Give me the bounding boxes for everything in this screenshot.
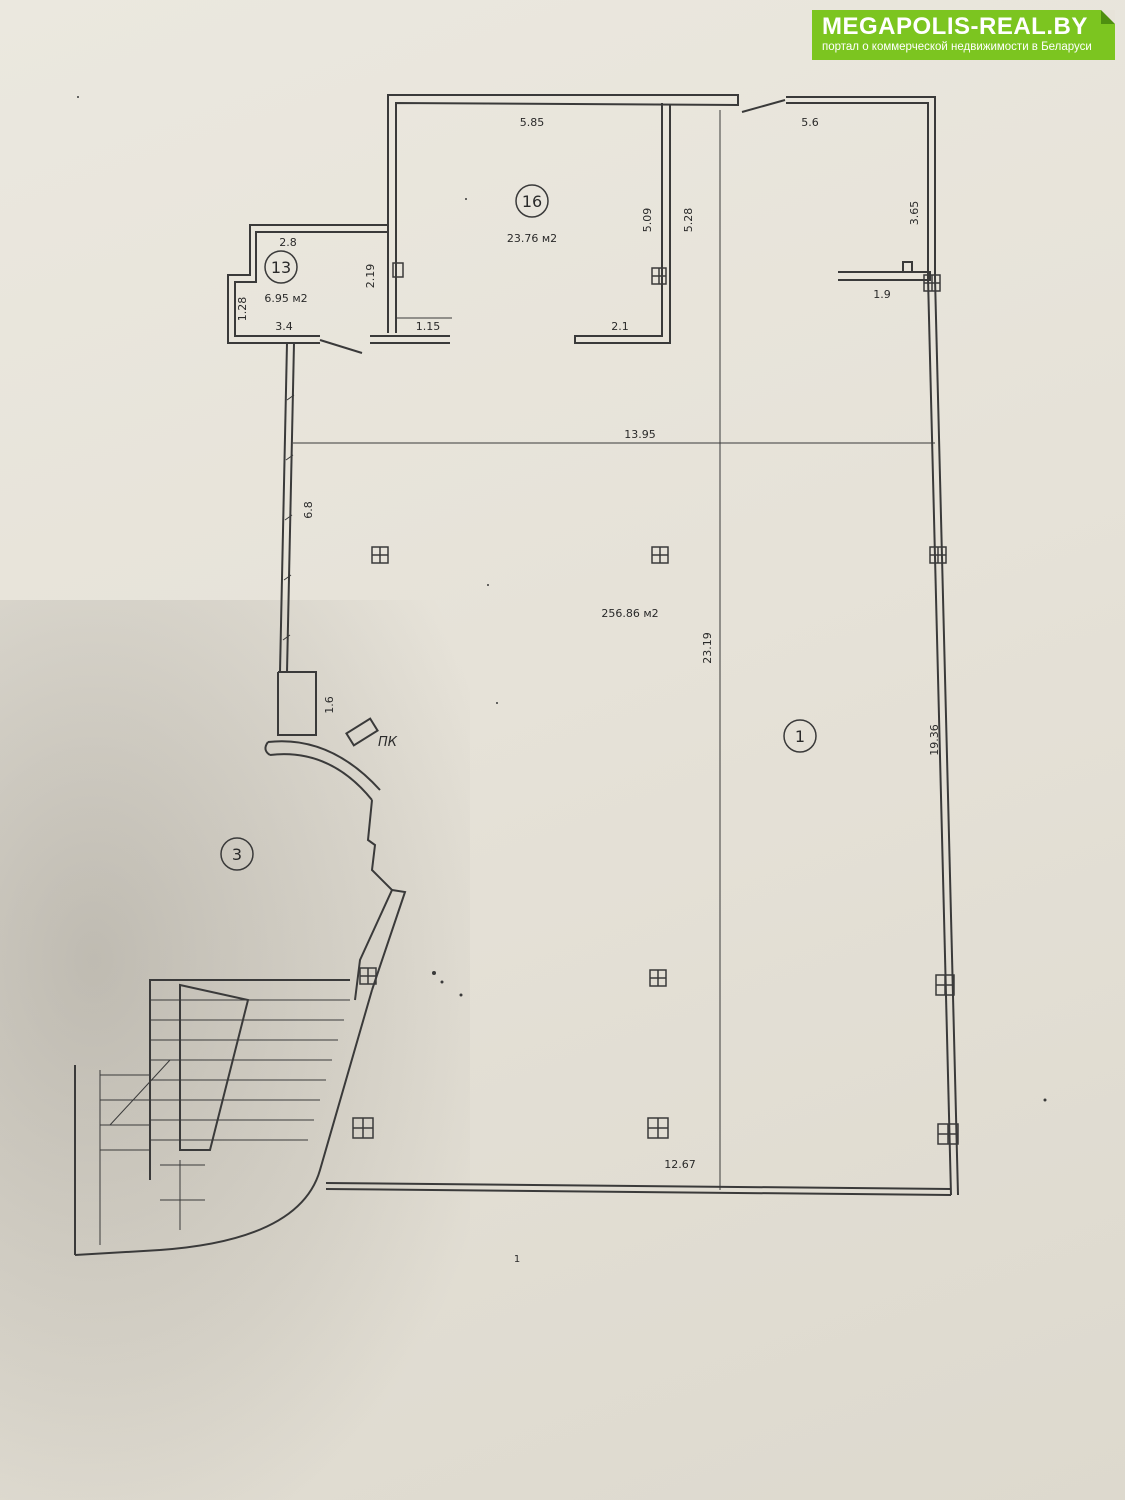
wall-room-16 (370, 94, 739, 344)
column (935, 974, 955, 996)
columns (352, 262, 959, 1145)
room-3-circle (220, 837, 254, 871)
watermark-tagline: портал о коммерческой недвижимости в Бел… (822, 41, 1092, 53)
column (649, 969, 667, 987)
watermark-banner: MEGAPOLIS-REAL.BY портал о коммерческой … (812, 10, 1115, 60)
room-1-area: 256.86 м2 (601, 607, 658, 620)
dimension-label: 12.67 (664, 1158, 696, 1171)
room-1-circle (783, 719, 817, 753)
room-13-circle (264, 250, 298, 284)
room-1-number: 1 (795, 727, 805, 746)
dimension-label: 13.95 (624, 428, 656, 441)
wall-right (325, 277, 959, 1196)
column (651, 267, 667, 285)
column (937, 1123, 959, 1145)
room-3-number: 3 (232, 845, 242, 864)
dimension-label: 5.85 (520, 116, 545, 129)
dimension-label: 23.19 (701, 632, 714, 664)
dimension-label: 5.28 (682, 208, 695, 233)
banner-corner (1101, 10, 1115, 24)
room-16-circle (515, 184, 549, 218)
dimension-label: 3.4 (275, 320, 293, 333)
wall-left-partition (277, 342, 317, 736)
watermark-brand: MEGAPOLIS-REAL.BY (822, 13, 1088, 40)
sheet-mark: 1 (514, 1254, 520, 1265)
dimension-label: 1.9 (873, 288, 891, 301)
dimension-label: 6.8 (302, 501, 315, 519)
staircase (74, 979, 373, 1256)
column (929, 546, 947, 564)
room-13-area: 6.95 м2 (264, 292, 307, 305)
column (923, 274, 941, 292)
dimension-label: 5.09 (641, 208, 654, 233)
dimension-label: 1.15 (416, 320, 441, 333)
dimension-label: 2.1 (611, 320, 629, 333)
wall-top-right (741, 96, 936, 281)
wall-room-13 (227, 224, 388, 354)
room-16-number: 16 (522, 192, 542, 211)
dimension-label: 5.6 (801, 116, 819, 129)
room-13-number: 13 (271, 258, 291, 277)
column (392, 262, 404, 278)
dimension-label: 1.28 (236, 297, 249, 322)
column (371, 546, 389, 564)
column (352, 1117, 374, 1139)
dimension-label: 2.8 (279, 236, 297, 249)
dimension-label: 1.6 (323, 696, 336, 714)
dimension-label: 2.19 (364, 264, 377, 289)
wall-curved (264, 717, 407, 1001)
column (651, 546, 669, 564)
pk-mark: ПК (378, 735, 398, 750)
room-16-area: 23.76 м2 (507, 232, 557, 245)
column (359, 967, 377, 985)
dimension-lines (293, 110, 935, 1190)
column (647, 1117, 669, 1139)
dimension-label: 3.65 (908, 201, 921, 226)
paper-specks (77, 96, 1047, 1102)
dimension-label: 19.36 (928, 724, 941, 756)
